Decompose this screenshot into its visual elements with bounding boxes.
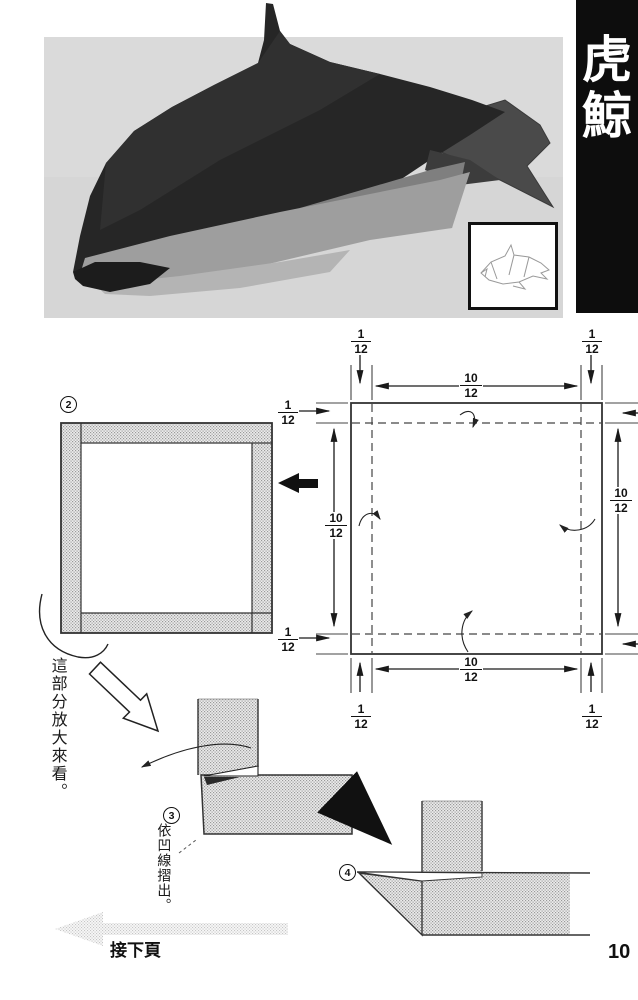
step-2-marker: 2 <box>60 396 77 413</box>
dim-label-1-12-left-lower: 1 12 <box>277 626 299 653</box>
fraction-denominator: 12 <box>610 500 632 514</box>
whale-jaw <box>73 262 170 292</box>
fraction-numerator: 10 <box>329 511 343 525</box>
extension-lines <box>316 365 638 693</box>
next-page-label: 接下頁 <box>110 941 161 960</box>
fraction-denominator: 12 <box>325 525 347 539</box>
step-2-diagram <box>60 422 273 634</box>
dim-label-10-12-right: 10 12 <box>609 487 633 514</box>
title-banner: 虎 鯨 <box>576 0 638 313</box>
step-3-diagram <box>140 698 353 854</box>
fold-direction-arrows <box>358 410 596 653</box>
fraction-numerator: 10 <box>614 486 628 500</box>
fold-flap-detail <box>203 765 259 777</box>
inset-thumbnail <box>468 222 558 310</box>
fraction-numerator: 1 <box>357 327 365 341</box>
dim-label-10-12-top: 10 12 <box>459 372 483 399</box>
callout-text: 這部分放大來看。 <box>48 657 66 801</box>
title-char-1: 虎 <box>582 32 632 88</box>
whale-line-drawing <box>480 243 550 290</box>
dim-label-1-12-bottom-left: 1 12 <box>350 703 372 730</box>
fraction-denominator: 12 <box>278 639 298 653</box>
step-4-diagram <box>317 771 591 937</box>
next-page-arrow-icon <box>55 912 288 946</box>
fraction-denominator: 12 <box>460 669 482 683</box>
step-4-marker: 4 <box>339 864 356 881</box>
step-3-caption: 依凹線摺出。 <box>156 823 173 913</box>
magnify-arrow-icon <box>88 661 160 733</box>
fraction-numerator: 1 <box>588 702 596 716</box>
fraction-denominator: 12 <box>351 341 371 355</box>
dim-label-10-12-left: 10 12 <box>324 512 348 539</box>
whale-body <box>73 3 505 278</box>
squashed-corner <box>357 872 423 937</box>
fraction-denominator: 12 <box>351 716 371 730</box>
fraction-denominator: 12 <box>582 341 602 355</box>
origami-whale-photo <box>44 3 563 318</box>
fraction-numerator: 10 <box>464 655 478 669</box>
dim-label-1-12-left-upper: 1 12 <box>277 399 299 426</box>
whale-belly <box>78 172 470 290</box>
fraction-numerator: 10 <box>464 371 478 385</box>
dim-label-1-12-top-right: 1 12 <box>581 328 603 355</box>
title-char-2: 鯨 <box>582 88 632 144</box>
caption-pointer-line <box>178 839 197 854</box>
dim-label-1-12-bottom-right: 1 12 <box>581 703 603 730</box>
page-number: 10 <box>608 941 631 963</box>
fraction-numerator: 1 <box>357 702 365 716</box>
arrow-down-right-icon <box>317 771 393 845</box>
fraction-denominator: 12 <box>460 385 482 399</box>
fraction-denominator: 12 <box>582 716 602 730</box>
arrow-left-icon <box>278 473 318 493</box>
fraction-numerator: 1 <box>284 398 292 412</box>
fold-arrow <box>140 743 252 768</box>
magnify-callout <box>38 593 160 733</box>
step-3-marker: 3 <box>163 807 180 824</box>
whale-belly-lower <box>95 250 350 296</box>
dim-label-10-12-bottom: 10 12 <box>459 656 483 683</box>
fraction-numerator: 1 <box>284 625 292 639</box>
fraction-numerator: 1 <box>588 327 596 341</box>
dim-label-1-12-top-left: 1 12 <box>350 328 372 355</box>
fraction-denominator: 12 <box>278 412 298 426</box>
